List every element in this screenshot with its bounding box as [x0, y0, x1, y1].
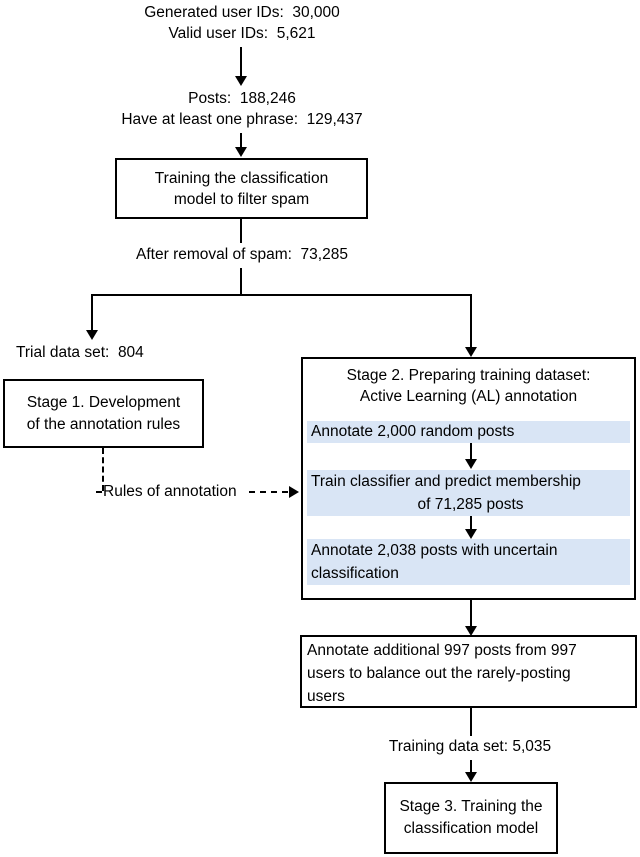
connector-line: [470, 760, 472, 773]
arrow-down-icon: [465, 347, 477, 357]
stage1-line: Stage 1. Development: [26, 393, 181, 411]
stage2-step2: Train classifier and predict membership …: [307, 470, 630, 516]
arrow-down-icon: [86, 330, 98, 340]
after-spam-label: After removal of spam: 73,285: [136, 246, 348, 263]
stage2-title-line: Active Learning (AL) annotation: [359, 388, 578, 405]
arrow-down-icon: [465, 459, 477, 469]
connector-line: [240, 133, 242, 148]
connector-line: [240, 219, 242, 243]
stage3-line: Stage 3. Training the: [399, 798, 543, 815]
connector-line: [240, 47, 242, 77]
connector-line: [240, 268, 242, 296]
valid-ids-line: Valid user IDs: 5,621: [168, 25, 316, 42]
arrow-down-icon: [235, 76, 247, 86]
stage2-step1: Annotate 2,000 random posts: [307, 421, 630, 443]
spam-filter-box: Training the classification model to fil…: [115, 158, 368, 219]
dashed-connector-line: [249, 491, 288, 493]
generated-ids-line: Generated user IDs: 30,000: [144, 4, 340, 21]
arrow-right-icon: [289, 486, 299, 498]
posts-line: Posts: 188,246: [188, 90, 296, 107]
spam-filter-line: Training the classification: [154, 169, 329, 187]
connector-line: [470, 708, 472, 736]
stage2-title: Stage 2. Preparing training dataset: Act…: [303, 365, 634, 407]
arrow-down-icon: [465, 772, 477, 782]
stage2-step3: Annotate 2,038 posts with uncertain clas…: [307, 539, 630, 585]
branch-line: [91, 294, 472, 296]
rules-of-annotation-label: Rules of annotation: [103, 483, 237, 500]
stage3-box: Stage 3. Training the classification mod…: [384, 782, 558, 854]
training-set-label: Training data set: 5,035: [388, 738, 552, 755]
arrow-down-icon: [465, 529, 477, 539]
stage2-box: Stage 2. Preparing training dataset: Act…: [301, 357, 636, 600]
balance-annotation-box: Annotate additional 997 posts from 997 u…: [300, 635, 637, 708]
stage2-step2-line: of 71,285 posts: [417, 496, 524, 513]
stage3-line: classification model: [403, 820, 539, 837]
stage1-line: of the annotation rules: [26, 415, 181, 433]
spam-filter-line: model to filter spam: [173, 190, 310, 208]
stage2-step3-line: Annotate 2,038 posts with uncertain: [311, 542, 558, 559]
balance-line: users: [307, 688, 345, 705]
dashed-connector-line: [102, 448, 104, 491]
stage1-box: Stage 1. Development of the annotation r…: [3, 379, 204, 448]
posts-count-label: Posts: 188,246 Have at least one phrase:…: [40, 88, 444, 130]
arrow-down-icon: [465, 626, 477, 636]
stage2-title-line: Stage 2. Preparing training dataset:: [346, 367, 591, 384]
connector-line: [470, 600, 472, 627]
stage2-step2-line: Train classifier and predict membership: [311, 473, 581, 490]
balance-line: Annotate additional 997 posts from 997: [307, 642, 577, 659]
stage2-step3-line: classification: [311, 565, 399, 582]
connector-line: [470, 294, 472, 348]
connector-line: [91, 294, 93, 331]
arrow-down-icon: [235, 147, 247, 157]
dash-stub: [96, 491, 102, 493]
trial-set-label: Trial data set: 804: [16, 344, 144, 361]
generated-user-ids-label: Generated user IDs: 30,000 Valid user ID…: [60, 2, 424, 44]
connector-line: [470, 443, 472, 460]
phrase-line: Have at least one phrase: 129,437: [121, 111, 363, 128]
balance-line: users to balance out the rarely-posting: [307, 665, 571, 682]
connector-line: [470, 516, 472, 530]
